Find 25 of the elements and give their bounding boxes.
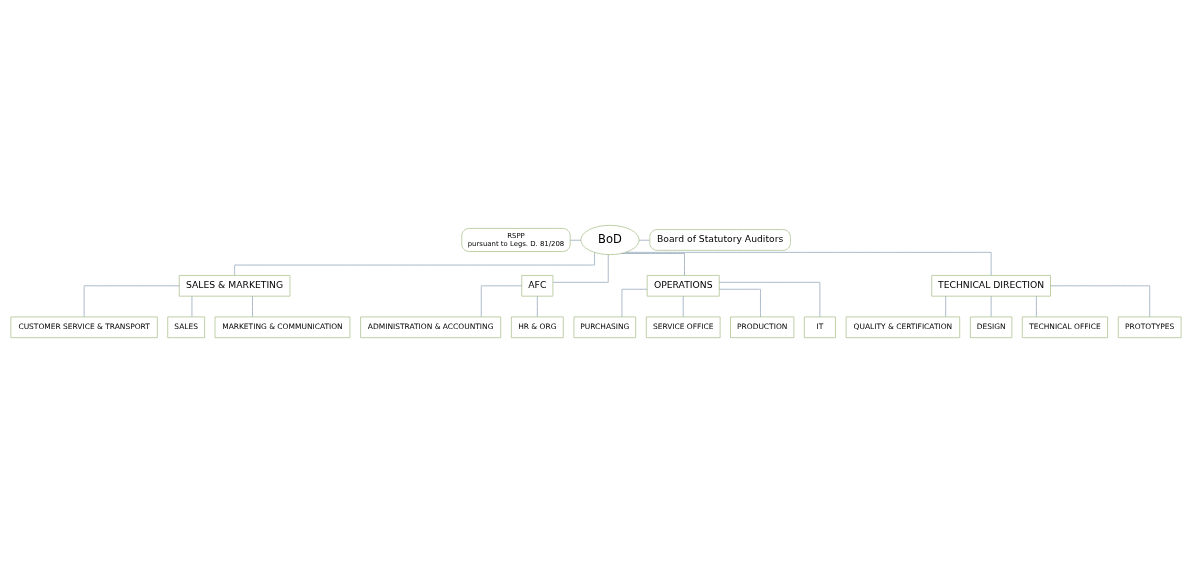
connector [990, 295, 992, 318]
node-box: Board of Statutory Auditors [649, 229, 791, 251]
connector [191, 295, 193, 318]
connector [552, 254, 609, 283]
connector [625, 252, 992, 276]
connector [682, 295, 684, 318]
connector [252, 295, 253, 318]
connector [1050, 285, 1151, 318]
connector [234, 252, 595, 276]
connector [83, 285, 180, 318]
node-box: TECHNICAL DIRECTION [931, 275, 1051, 297]
node-box: OPERATIONS [646, 275, 720, 297]
connector [718, 281, 821, 318]
connector [536, 295, 538, 318]
connector [1036, 295, 1037, 318]
connector [945, 295, 947, 318]
node-box: SALES & MARKETING [178, 275, 291, 297]
node-box: AFC [521, 275, 554, 297]
connector [480, 285, 523, 318]
node-ellipse: BoD [580, 224, 640, 255]
connector [638, 239, 650, 241]
connector [620, 253, 685, 276]
connector [718, 288, 761, 318]
connector [570, 239, 582, 241]
connector [621, 288, 648, 318]
